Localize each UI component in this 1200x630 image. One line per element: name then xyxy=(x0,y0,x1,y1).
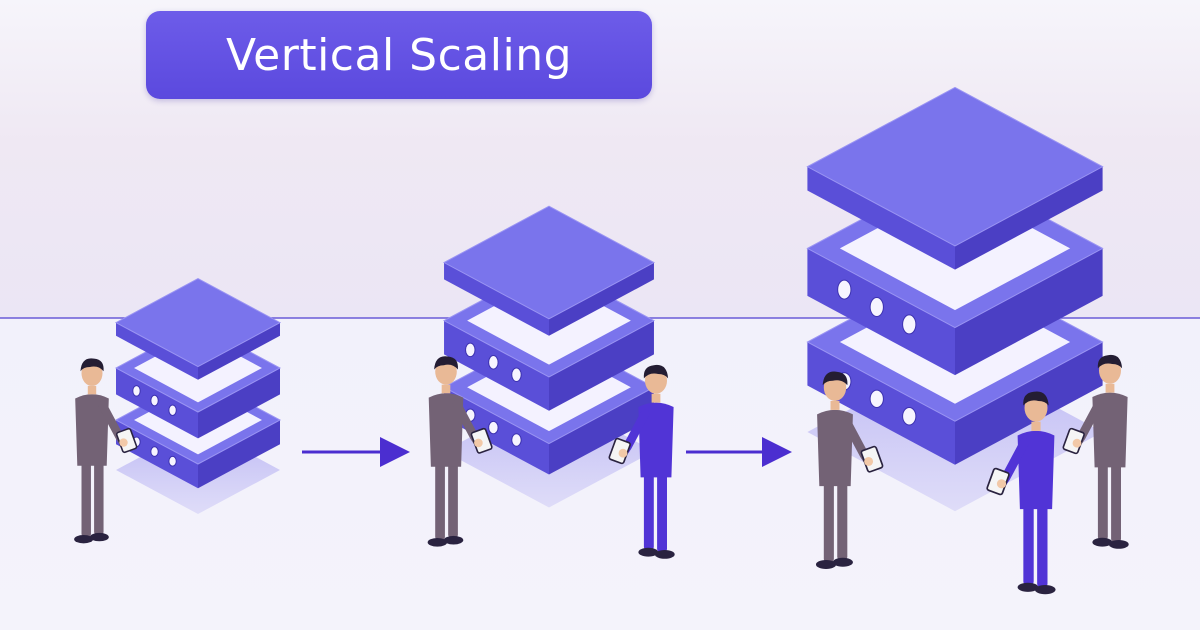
person-hair xyxy=(643,364,669,379)
person-shoe xyxy=(427,538,448,547)
vent-hole-icon xyxy=(465,342,476,358)
person-hair xyxy=(1097,354,1123,369)
person-icon xyxy=(427,356,493,547)
person-shoe xyxy=(1092,537,1113,547)
vent-hole-icon xyxy=(150,394,159,407)
person-shoe xyxy=(89,532,109,542)
person-icon xyxy=(1062,354,1129,549)
server-stack-icon-medium-lower-tier-right-face xyxy=(549,387,654,475)
person-icon xyxy=(608,364,675,559)
person-hair xyxy=(1023,391,1049,406)
vent-hole-icon xyxy=(837,279,852,300)
person-shoe xyxy=(443,535,464,545)
person-hand xyxy=(474,438,483,448)
person-torso xyxy=(428,393,464,467)
server-stack-icon-medium-lid-right-face xyxy=(549,262,654,336)
person-shoe xyxy=(815,560,837,569)
person-shoe xyxy=(654,550,675,559)
large-server-stage xyxy=(806,86,1129,595)
person-shoe xyxy=(1108,540,1129,549)
title-banner: Vertical Scaling xyxy=(146,11,652,99)
person-leg xyxy=(448,462,458,538)
vent-hole-icon xyxy=(869,389,884,409)
person-leg xyxy=(837,481,848,560)
person-hair xyxy=(434,356,458,370)
server-stack-icon-medium-lid-top-face xyxy=(442,205,656,320)
person-hand xyxy=(618,448,628,458)
vent-hole-icon xyxy=(488,355,499,370)
person-leg xyxy=(1097,463,1108,540)
person-leg xyxy=(1111,463,1121,543)
person-hand xyxy=(996,479,1007,489)
vent-hole-icon xyxy=(132,385,141,397)
person-neck xyxy=(87,385,97,395)
server-stack-icon-small-lower-tier-right-face xyxy=(198,420,280,489)
medium-server-stage xyxy=(427,205,675,559)
server-stack-icon-small-middle-tier-right-face xyxy=(198,368,280,439)
person-neck xyxy=(830,400,840,410)
person-leg xyxy=(643,473,654,550)
person-icon xyxy=(986,391,1056,595)
person-torso xyxy=(638,402,674,478)
vent-hole-icon xyxy=(902,407,917,426)
server-stack-icon-small-lid-right-face xyxy=(198,322,280,380)
server-stack-icon-large-middle-tier-right-face xyxy=(955,248,1103,376)
server-stack-icon-medium-lid-left-face xyxy=(444,262,549,336)
person-icon xyxy=(815,371,884,569)
person-hand xyxy=(119,438,128,447)
server-stack-icon-large-lid-right-face xyxy=(955,166,1103,270)
server-stack-icon-large-lid-top-face xyxy=(806,86,1104,247)
person-hair xyxy=(80,358,104,372)
person-leg xyxy=(94,461,104,535)
page-title: Vertical Scaling xyxy=(225,29,573,81)
person-hand xyxy=(864,456,874,466)
person-shoe xyxy=(638,547,659,557)
person-leg xyxy=(435,462,445,541)
vent-hole-icon xyxy=(488,420,499,435)
server-stack-icon-large-lid-left-face xyxy=(807,166,955,270)
person-neck xyxy=(651,393,661,403)
small-server-stage xyxy=(74,278,282,544)
server-stack-icon-small-lid-left-face xyxy=(116,322,198,380)
person-shoe xyxy=(832,557,853,567)
person-icon xyxy=(74,358,138,544)
server-stack-icon-medium-middle-tier-right-face xyxy=(549,320,654,411)
person-shoe xyxy=(1034,585,1056,595)
person-neck xyxy=(1031,421,1041,431)
person-hair xyxy=(822,371,848,386)
vent-hole-icon xyxy=(168,404,177,417)
person-leg xyxy=(657,473,667,553)
vent-hole-icon xyxy=(511,367,522,382)
server-stack-icon-small-lid-top-face xyxy=(114,278,282,368)
person-torso xyxy=(1017,430,1055,510)
person-leg xyxy=(81,461,91,538)
person-neck xyxy=(441,384,451,394)
person-torso xyxy=(1092,392,1128,468)
vent-hole-icon xyxy=(902,314,917,335)
person-neck xyxy=(1105,383,1115,393)
person-shoe xyxy=(74,535,94,544)
vent-hole-icon xyxy=(168,455,177,467)
person-torso xyxy=(817,409,853,487)
person-leg xyxy=(1037,504,1048,588)
person-leg xyxy=(823,481,834,563)
person-torso xyxy=(75,394,109,466)
person-leg xyxy=(1023,504,1034,585)
vent-hole-icon xyxy=(150,446,159,457)
person-shoe xyxy=(1017,582,1039,592)
vent-hole-icon xyxy=(511,433,522,447)
vent-hole-icon xyxy=(869,297,884,318)
person-hand xyxy=(1072,438,1082,448)
